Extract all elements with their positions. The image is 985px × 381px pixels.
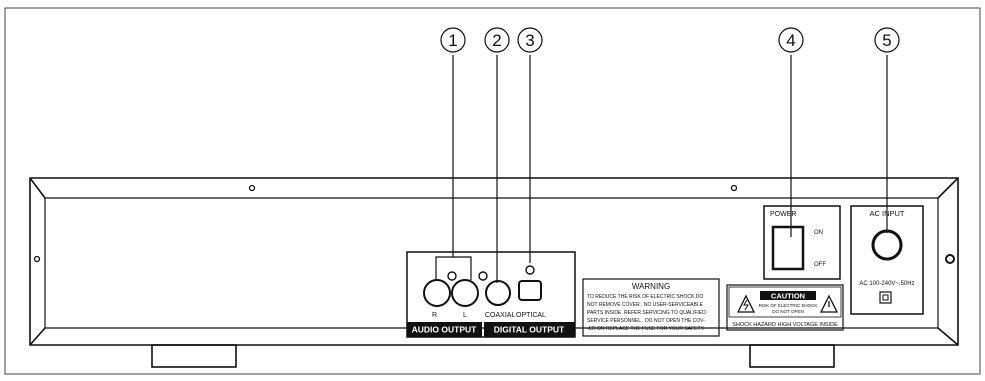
- feet: [151, 344, 835, 368]
- warning-line-2: NOT REMOVE COVER . NO USER-SERVICEABLE: [587, 302, 704, 308]
- warning-line-4: SERVICE PERSONNEL . DO NOT OPEN THE COV-: [587, 318, 705, 324]
- caution-label: CAUTION RISK OF ELECTRIC SHOCK DO NOT OP…: [726, 284, 844, 331]
- warning-line-5: -ER OR REPLACE THE FUSE FOR YOUR SAFETY.: [587, 326, 705, 332]
- callout-circle-1: [440, 27, 466, 53]
- callout-number-3: 3: [525, 31, 534, 50]
- digital-output-band: [484, 322, 575, 337]
- callout-circle-4: [778, 27, 804, 53]
- caution-line-2: DO NOT OPEN: [772, 309, 803, 314]
- screw-side-right: [945, 254, 955, 264]
- audio-ground-screw: [447, 271, 457, 281]
- chassis: [29, 177, 959, 346]
- power-switch-panel: POWER ON OFF: [763, 205, 841, 280]
- label-l: L: [463, 312, 467, 319]
- callout-number-4: 4: [786, 31, 795, 50]
- chassis-bevel-bl: [29, 327, 46, 346]
- optical-port: [518, 280, 542, 301]
- callout-circle-5: [874, 27, 900, 53]
- double-insulation-icon: [879, 291, 892, 304]
- audio-output-band: [407, 322, 482, 337]
- callout-circle-2: [484, 27, 510, 53]
- warning-title: WARNING: [632, 282, 670, 291]
- exclamation-warning-icon: [819, 294, 839, 313]
- ac-power-socket: [871, 229, 903, 261]
- screw-top-left: [248, 184, 256, 192]
- figure-border: [4, 7, 981, 375]
- caution-inner-frame: [728, 286, 842, 318]
- caution-frame: [726, 284, 844, 331]
- label-r: R: [432, 312, 437, 319]
- double-insulation-inner-icon: [882, 294, 889, 301]
- power-rocker-switch: [771, 225, 805, 271]
- foot-right: [749, 344, 835, 368]
- lightning-bolt-icon: [743, 299, 749, 311]
- screw-side-left: [33, 255, 41, 263]
- callout-number-5: 5: [882, 31, 891, 50]
- power-off-label: OFF: [814, 262, 826, 268]
- rca-jack-right: [423, 279, 451, 307]
- caution-title: CAUTION: [771, 292, 805, 301]
- leader-1-bracket: [435, 256, 472, 280]
- callout-number-2: 2: [492, 31, 501, 50]
- warning-line-3: PARTS INSIDE. REFER SERVICING TO QUALIFI…: [587, 310, 706, 316]
- ac-rating: AC 100-240V~,50Hz: [859, 281, 914, 287]
- warning-frame: [582, 278, 720, 337]
- digital-output-label: DIGITAL OUTPUT: [494, 325, 565, 335]
- screw-top-right: [730, 184, 738, 192]
- caution-line-1: RISK OF ELECTRIC SHOCK: [759, 303, 818, 308]
- callout-number-1: 1: [448, 31, 457, 50]
- leader-lines: [435, 55, 888, 283]
- screws: [33, 184, 955, 264]
- coaxial-ground-screw: [478, 271, 488, 281]
- rca-jack-left: [451, 279, 479, 307]
- chassis-bevel-tl: [29, 177, 46, 199]
- callout-circle-3: [517, 27, 543, 53]
- optical-screw: [525, 265, 535, 275]
- power-panel-frame: [763, 205, 841, 280]
- lightning-warning-icon: [736, 294, 756, 313]
- caution-title-band: [760, 291, 816, 300]
- label-optical: OPTICAL: [516, 312, 546, 319]
- foot-left: [151, 344, 237, 368]
- coaxial-jack: [485, 280, 511, 306]
- caution-footer: SHOCK HAZARD HIGH VOLTAGE INSIDE: [732, 322, 838, 328]
- power-on-label: ON: [814, 230, 823, 236]
- callouts: 1 2 3 4 5: [440, 27, 900, 53]
- warning-line-1: TO REDUCE THE RISK OF ELECTRIC SHOCK,DO: [587, 294, 703, 300]
- chassis-bevel-br: [937, 327, 959, 346]
- label-coaxial: COAXIAL: [485, 312, 515, 319]
- output-module: AUDIO OUTPUT DIGITAL OUTPUT R L COAXIAL …: [406, 251, 576, 338]
- power-title: POWER: [770, 211, 796, 218]
- chassis-bevel-tr: [937, 177, 959, 199]
- audio-output-label: AUDIO OUTPUT: [412, 325, 478, 335]
- warning-label: WARNING TO REDUCE THE RISK OF ELECTRIC S…: [582, 278, 720, 337]
